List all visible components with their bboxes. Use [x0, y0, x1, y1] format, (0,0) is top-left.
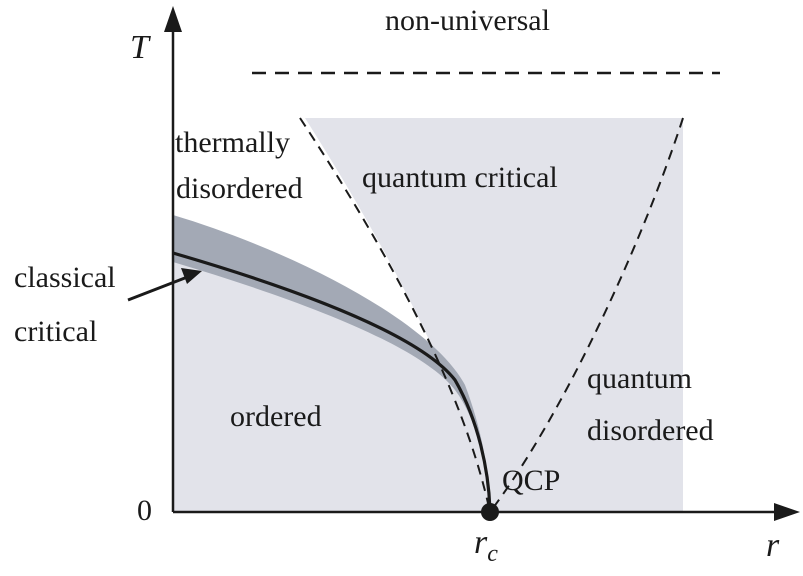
thermally-disordered-label-line1: thermally: [175, 126, 290, 159]
quantum-disordered-region-fill: [490, 118, 683, 512]
quantum-critical-right-crossover-dashed: [489, 117, 684, 513]
y-axis-arrow-icon: [164, 6, 182, 32]
quantum-critical-left-crossover-dashed: [299, 117, 491, 513]
quantum-critical-label: quantum critical: [362, 161, 558, 194]
phase-transition-line: [172, 251, 492, 513]
classical-critical-pointer-arrow-icon: [181, 268, 202, 284]
thermally-disordered-label-line2: disordered: [176, 172, 303, 205]
ordered-label: ordered: [230, 400, 322, 433]
classical-critical-label-line2: critical: [14, 315, 97, 348]
y-axis-label: T: [130, 29, 151, 66]
quantum-disordered-label-line2: disordered: [587, 414, 714, 447]
quantum-critical-region-fill: [305, 118, 683, 512]
rc-tick-label: rc: [474, 524, 498, 567]
rc-tick-sub: c: [487, 541, 498, 567]
x-axis-arrow-icon: [774, 503, 800, 521]
classical-critical-pointer-line: [127, 274, 191, 302]
qcp-label: QCP: [502, 464, 560, 497]
non-universal-label: non-universal: [385, 4, 550, 37]
quantum-disordered-label-line1: quantum: [587, 362, 692, 395]
rc-tick-main: r: [474, 524, 488, 561]
classical-critical-label-line1: classical: [14, 261, 116, 294]
qcp-point: [481, 503, 499, 521]
classical-critical-band: [173, 215, 490, 512]
x-axis-label: r: [766, 527, 780, 564]
origin-label: 0: [137, 494, 152, 527]
ordered-region-fill: [173, 253, 490, 512]
